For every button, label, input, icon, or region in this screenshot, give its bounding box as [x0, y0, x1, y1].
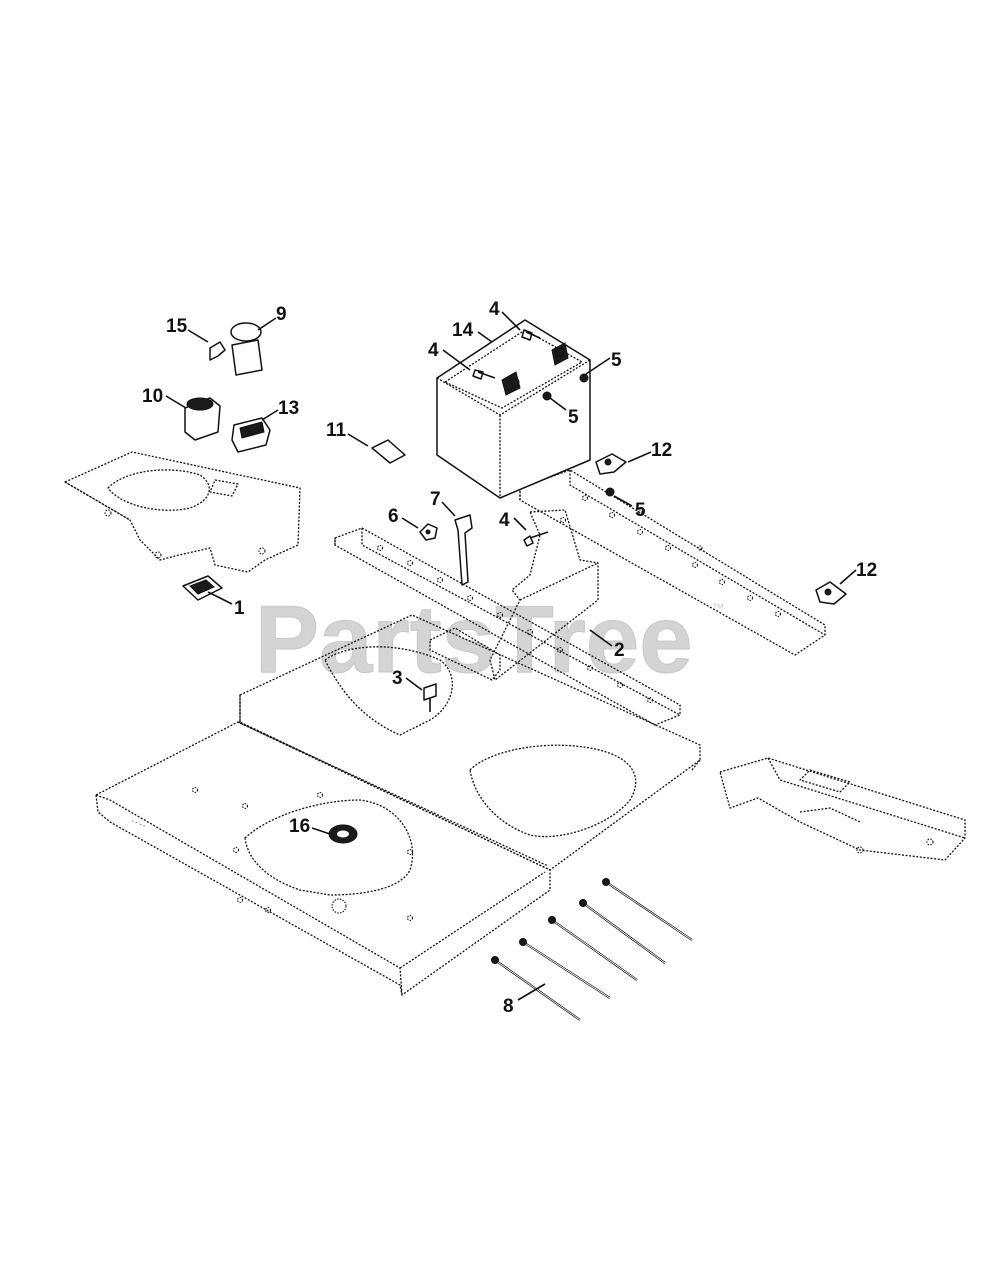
nut-6	[419, 523, 438, 541]
callout-5b: 5	[568, 407, 579, 428]
callout-4c: 4	[499, 510, 510, 531]
floor-pan: ----	[95, 721, 551, 996]
switch-11	[371, 439, 406, 464]
cross-member	[334, 527, 681, 726]
bezel-1	[182, 575, 223, 601]
nut-5b	[579, 373, 589, 383]
callout-6: 6	[388, 506, 399, 527]
plunger-switch-12a	[595, 453, 627, 475]
callout-4a: 4	[428, 340, 439, 361]
watermark-trademark: ™	[712, 601, 724, 615]
callout-7: 7	[430, 489, 441, 510]
key-15	[209, 341, 226, 361]
callout-labels: 1 2 3 4 4 4 5 5 5 6 7 8 9 10 11 12 12 13…	[142, 299, 877, 1017]
grommet-16	[328, 824, 358, 844]
callout-10: 10	[142, 386, 163, 407]
ignition-switch-10	[184, 397, 221, 441]
callout-8: 8	[503, 996, 514, 1017]
deck-plate	[239, 614, 701, 871]
plunger-switch-12b	[815, 581, 847, 605]
watermark-text: PartsTree	[255, 586, 693, 693]
leader-lines	[165, 311, 857, 1001]
switch-13	[231, 417, 271, 453]
callout-9: 9	[276, 304, 287, 325]
callout-3: 3	[392, 668, 403, 689]
callout-12a: 12	[651, 440, 672, 461]
callout-5a: 5	[611, 350, 622, 371]
bolt-4c	[523, 531, 549, 547]
pto-knob-9	[230, 322, 263, 376]
right-cover	[719, 757, 966, 861]
callout-14: 14	[452, 320, 474, 341]
callout-16: 16	[289, 816, 310, 837]
bolt-4b	[521, 329, 541, 341]
bolt-3	[423, 683, 437, 712]
callout-1: 1	[234, 598, 245, 619]
battery	[436, 319, 591, 499]
callout-13: 13	[278, 398, 299, 419]
callout-4b: 4	[489, 299, 500, 320]
callout-5c: 5	[635, 500, 646, 521]
watermark: PartsTree ™	[255, 586, 725, 694]
nut-5a	[542, 391, 552, 401]
nut-5c	[605, 487, 615, 497]
hold-down-rod-7	[454, 514, 473, 586]
battery-bracket	[429, 509, 599, 681]
dash-panel	[64, 451, 301, 573]
callout-2: 2	[614, 640, 625, 661]
bolt-4a	[472, 369, 496, 380]
callout-11: 11	[326, 420, 347, 441]
cable-ties-8	[491, 878, 693, 1021]
callout-15: 15	[166, 316, 188, 337]
frame-rail	[519, 469, 826, 656]
callout-12b: 12	[856, 560, 877, 581]
